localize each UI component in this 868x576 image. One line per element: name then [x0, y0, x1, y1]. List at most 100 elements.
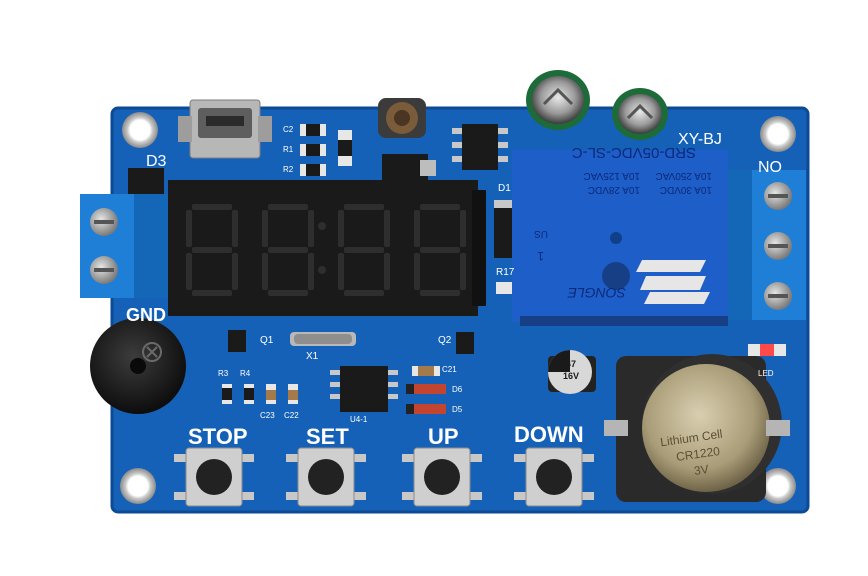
- label-c23: C23: [260, 411, 275, 420]
- button-pin: [242, 454, 254, 462]
- down-button-label: DOWN: [514, 422, 584, 447]
- up-button[interactable]: [402, 447, 482, 507]
- display-segment: [338, 253, 344, 290]
- display-segment: [268, 290, 308, 296]
- display-segment: [192, 204, 232, 210]
- terminal-block-right: [724, 170, 806, 320]
- button-pin: [514, 454, 526, 462]
- mounting-hole: [120, 468, 156, 504]
- display-segment: [232, 210, 238, 247]
- display-digits: [186, 204, 466, 296]
- buzzer: [90, 318, 186, 414]
- relay-model: SRD-05VDC-SL-C: [571, 144, 696, 161]
- display-segment: [308, 253, 314, 290]
- inductor: [378, 98, 426, 138]
- display-segment: [414, 253, 420, 290]
- capacitor-value: 47: [566, 359, 577, 369]
- up-button-label: UP: [428, 424, 459, 449]
- label-c2: C2: [283, 125, 294, 134]
- display-segment: [344, 290, 384, 296]
- display-segment: [268, 247, 308, 253]
- display-segment: [384, 210, 390, 247]
- display-segment: [414, 210, 420, 247]
- relay-rating-3: 10A 125VAC: [583, 170, 640, 181]
- display-segment: [262, 210, 268, 247]
- display-segment: [186, 210, 192, 247]
- down-button[interactable]: [514, 447, 594, 507]
- capacitor-voltage: 16V: [563, 371, 580, 381]
- display-segment: [460, 253, 466, 290]
- smd-components: [128, 124, 516, 294]
- stop-button[interactable]: [174, 447, 254, 507]
- electrolytic-capacitor: [612, 88, 668, 140]
- relay-rating-1: 10A 250VAC: [655, 170, 712, 181]
- stop-button-label: STOP: [188, 424, 248, 449]
- mounting-hole: [760, 468, 796, 504]
- button-cap: [424, 459, 460, 495]
- electrolytic-capacitor: [526, 70, 590, 130]
- display-segment: [420, 204, 460, 210]
- label-no: NO: [758, 159, 782, 176]
- display-segment: [192, 290, 232, 296]
- label-q1: Q1: [260, 335, 274, 346]
- relay-rating-4: 10A 28VDC: [587, 184, 640, 195]
- label-c22: C22: [284, 411, 299, 420]
- label-d1: D1: [498, 183, 511, 194]
- display-segment: [420, 247, 460, 253]
- micro-usb-port: [178, 99, 272, 159]
- label-r1: R1: [283, 145, 294, 154]
- relay-brand: SONGLE: [567, 285, 626, 301]
- terminal-block-left: [80, 194, 170, 298]
- button-pin: [582, 492, 594, 500]
- battery-line-3: 3V: [693, 462, 710, 478]
- set-button-label: SET: [306, 424, 349, 449]
- label-d5: D5: [452, 405, 463, 414]
- button-pin: [470, 454, 482, 462]
- display-segment: [268, 204, 308, 210]
- label-u4: U4-1: [350, 415, 368, 424]
- label-r4: R4: [240, 369, 251, 378]
- coin-battery-holder: [604, 354, 790, 502]
- display-segment: [262, 253, 268, 290]
- button-pin: [402, 454, 414, 462]
- button-pin: [174, 492, 186, 500]
- display-segment: [420, 290, 460, 296]
- button-pin: [174, 454, 186, 462]
- display-segment: [192, 247, 232, 253]
- display-segment: [384, 253, 390, 290]
- button-cap: [308, 459, 344, 495]
- label-d6: D6: [452, 385, 463, 394]
- label-r17: R17: [496, 267, 515, 278]
- label-c21: C21: [442, 365, 457, 374]
- display-segment: [308, 210, 314, 247]
- display-colon-dot: [318, 266, 326, 274]
- button-pin: [582, 454, 594, 462]
- button-pin: [286, 454, 298, 462]
- label-x1: X1: [306, 351, 319, 362]
- display-segment: [344, 247, 384, 253]
- relay: [512, 150, 728, 326]
- display-colon-dot: [318, 222, 326, 230]
- label-gnd: GND: [126, 305, 166, 325]
- button-pin: [402, 492, 414, 500]
- display-segment: [232, 253, 238, 290]
- button-pin: [242, 492, 254, 500]
- button-pin: [286, 492, 298, 500]
- button-cap: [536, 459, 572, 495]
- display-segment: [338, 210, 344, 247]
- label-q2: Q2: [438, 335, 452, 346]
- relay-us: US: [534, 228, 548, 239]
- display-segment: [186, 253, 192, 290]
- button-pin: [470, 492, 482, 500]
- button-pin: [354, 492, 366, 500]
- button-pin: [514, 492, 526, 500]
- button-pin: [354, 454, 366, 462]
- label-d3: D3: [146, 153, 167, 170]
- board-model: XY-BJ: [678, 131, 722, 148]
- smd-components-lower: [222, 330, 786, 414]
- button-cap: [196, 459, 232, 495]
- set-button[interactable]: [286, 447, 366, 507]
- mounting-hole: [122, 112, 158, 148]
- relay-rating-2: 10A 30VDC: [659, 184, 712, 195]
